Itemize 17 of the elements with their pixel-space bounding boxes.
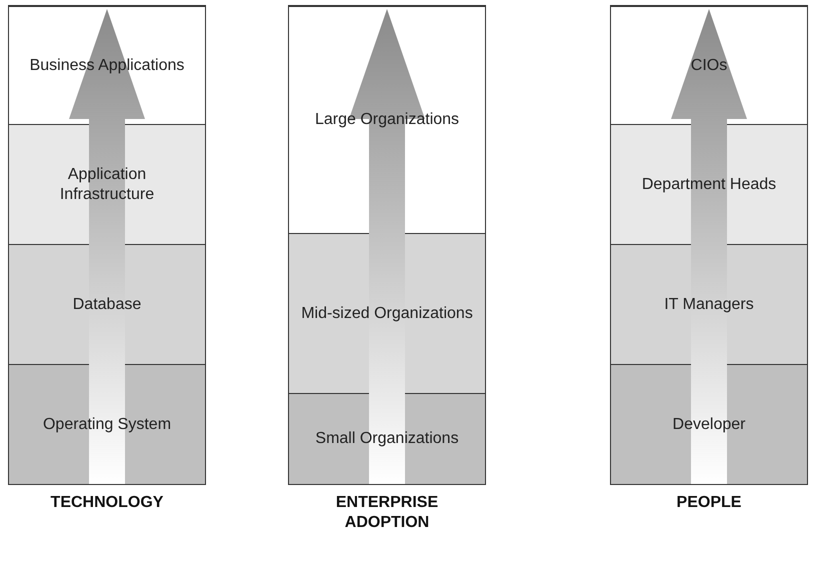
column-heading: TECHNOLOGY bbox=[50, 493, 164, 513]
layer-label: Application Infrastructure bbox=[58, 164, 156, 204]
layer-label: Large Organizations bbox=[314, 110, 460, 130]
layer-label: Database bbox=[72, 294, 142, 314]
column-heading: ENTERPRISE ADOPTION bbox=[334, 493, 440, 533]
layer-label: CIOs bbox=[690, 56, 728, 76]
layer-label: Mid-sized Organizations bbox=[301, 304, 473, 324]
block-arrow bbox=[670, 9, 748, 484]
layer-label: Department Heads bbox=[642, 174, 776, 194]
column-heading: PEOPLE bbox=[676, 493, 742, 513]
block-arrow bbox=[68, 9, 146, 484]
block-arrow bbox=[348, 9, 426, 484]
layer-label: Operating System bbox=[42, 414, 172, 434]
layer-label: Business Applications bbox=[30, 56, 184, 76]
layer-label: Small Organizations bbox=[315, 429, 459, 449]
layer-label: IT Managers bbox=[664, 294, 754, 314]
layer-label: Developer bbox=[672, 414, 746, 434]
